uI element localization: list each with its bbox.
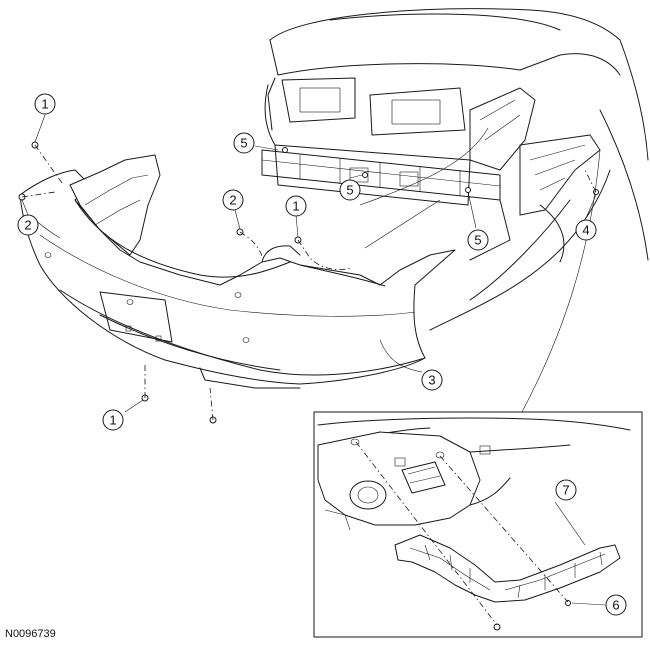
vehicle-rear-body: [261, 8, 649, 331]
svg-text:5: 5: [346, 183, 353, 198]
callout-4: 4: [575, 219, 597, 241]
leader-lines: [21, 114, 601, 421]
svg-text:1: 1: [292, 199, 299, 214]
svg-text:5: 5: [474, 233, 481, 248]
svg-text:5: 5: [240, 136, 247, 151]
svg-text:6: 6: [612, 598, 619, 613]
callout-2-left: 2: [17, 214, 39, 236]
bumper-cover: [19, 154, 456, 389]
callout-7: 7: [555, 479, 577, 501]
figure-id-label: N0096739: [5, 628, 56, 640]
svg-text:7: 7: [562, 483, 569, 498]
detail-inset: [313, 411, 643, 638]
callout-1-top-left: 1: [34, 93, 56, 115]
callout-1-center: 1: [285, 195, 307, 217]
svg-text:1: 1: [41, 97, 48, 112]
callout-2-center: 2: [222, 189, 244, 211]
svg-text:4: 4: [582, 223, 589, 238]
svg-text:3: 3: [428, 373, 435, 388]
callout-3: 3: [421, 369, 443, 391]
callout-1-bottom: 1: [102, 409, 124, 431]
callout-6: 6: [605, 594, 627, 616]
svg-text:2: 2: [24, 218, 31, 233]
svg-text:1: 1: [109, 413, 116, 428]
svg-text:2: 2: [229, 193, 236, 208]
callout-5-left: 5: [233, 132, 255, 154]
callout-5-center: 5: [339, 179, 361, 201]
callout-5-right: 5: [467, 229, 489, 251]
